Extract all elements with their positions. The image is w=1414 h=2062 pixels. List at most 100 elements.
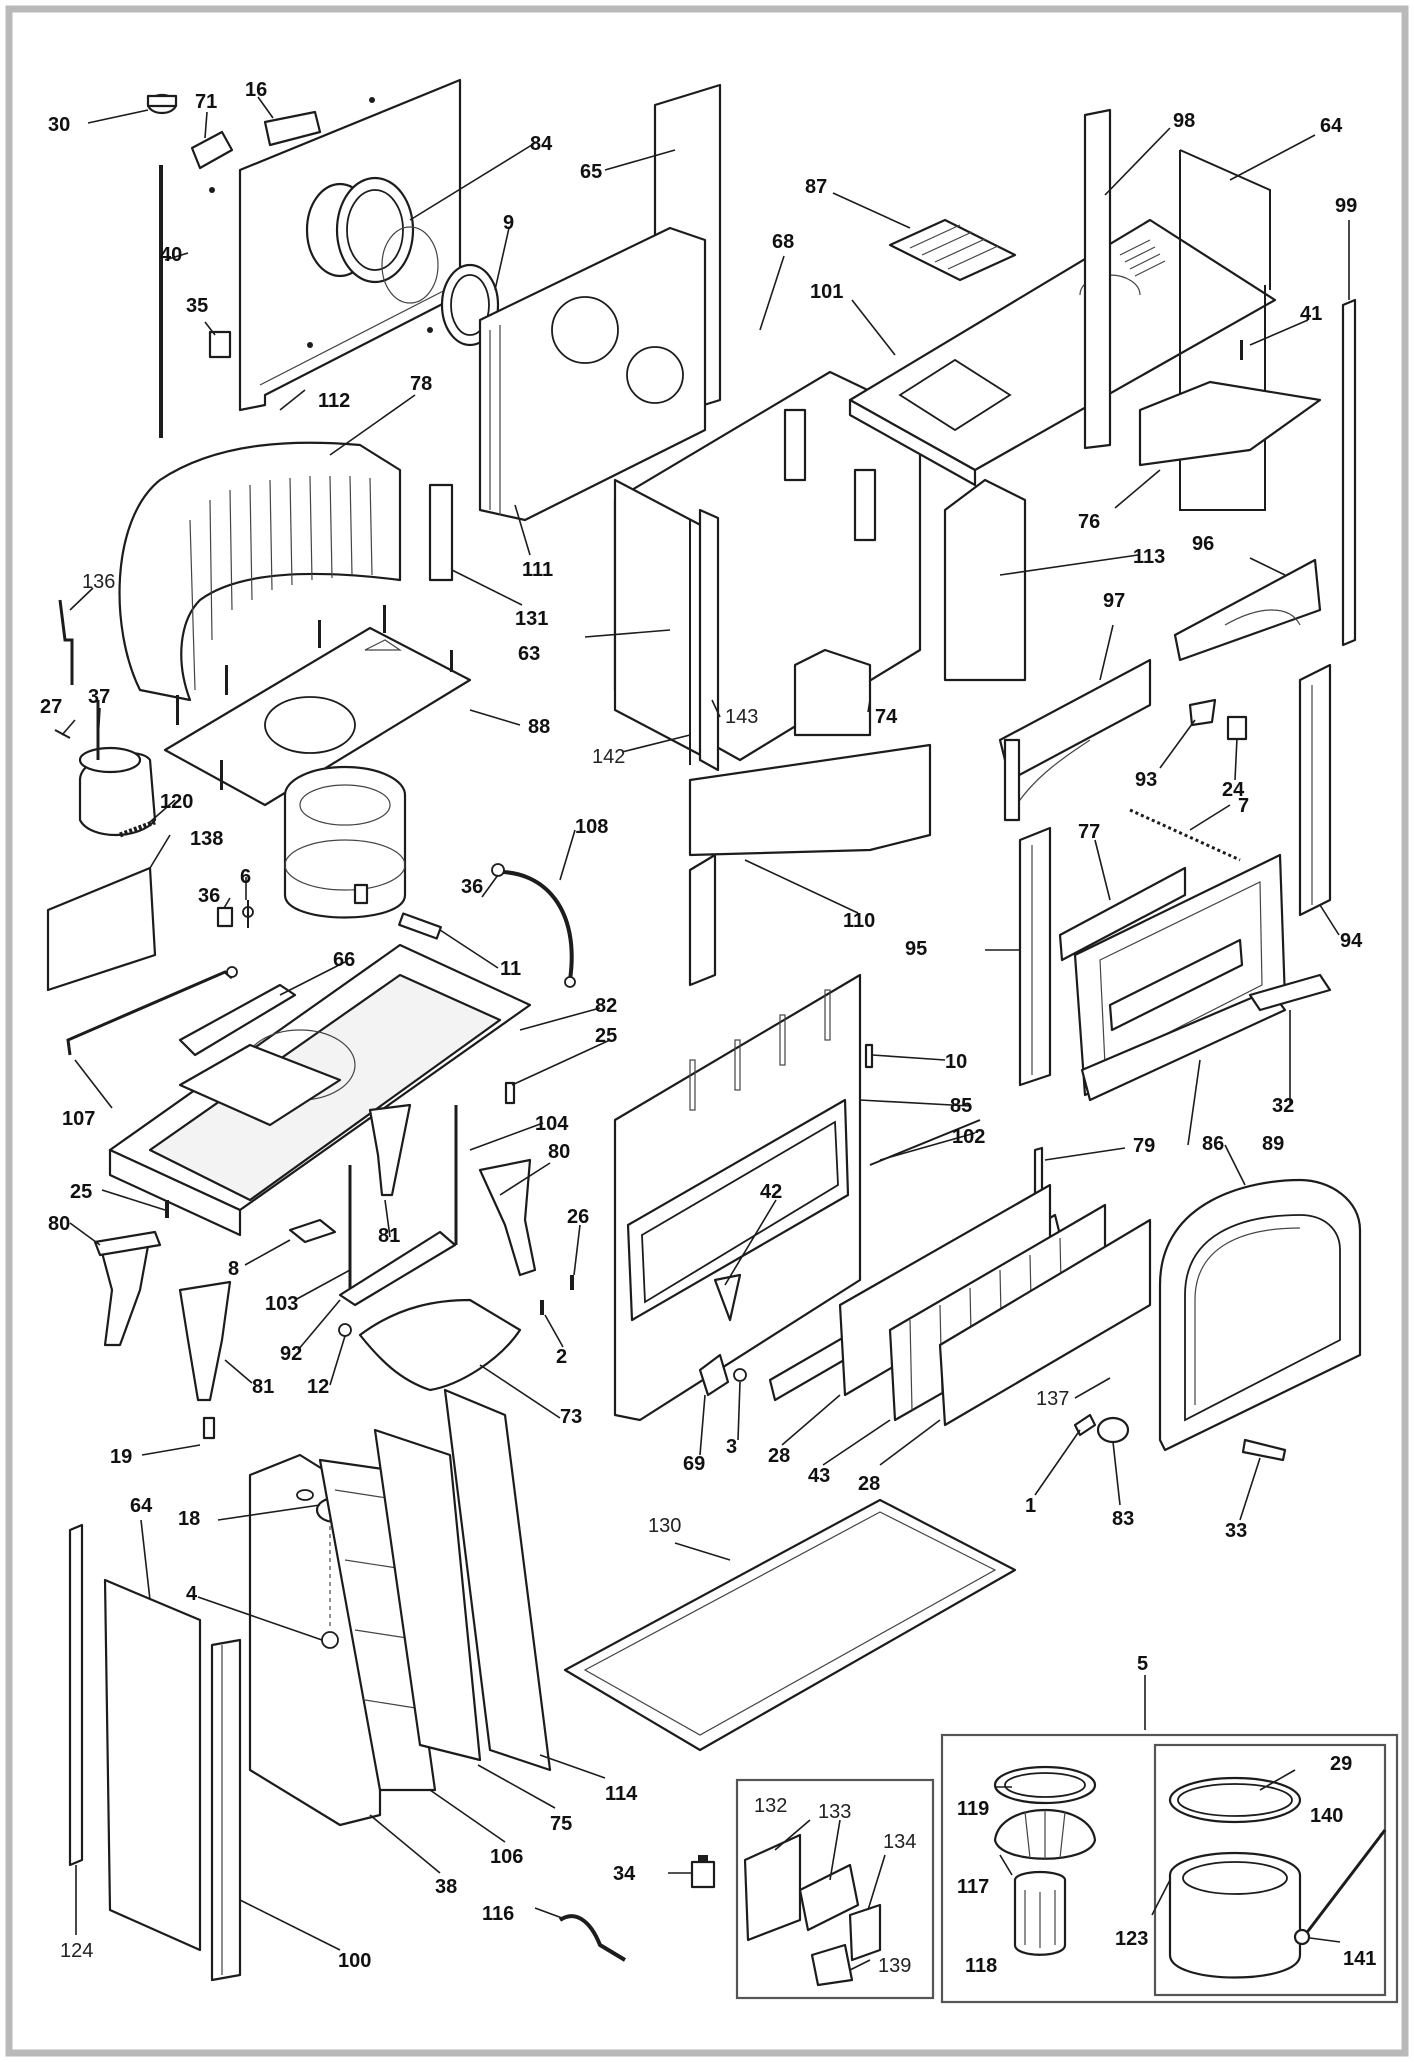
part-labels: 30 71 16 84 65 87 98 64 99 40 9 68 101 4… — [40, 79, 1376, 1977]
label-35: 35 — [186, 295, 208, 317]
label-42: 42 — [760, 1181, 782, 1203]
bracket-133 — [798, 1863, 860, 1932]
gasket-143 — [698, 508, 720, 772]
label-38: 38 — [435, 1876, 457, 1898]
leg-81b — [368, 1103, 412, 1197]
label-114: 114 — [605, 1783, 638, 1805]
label-113: 113 — [1133, 546, 1165, 568]
bracket-24 — [1226, 715, 1248, 741]
part-34 — [690, 1855, 716, 1889]
channel-66 — [178, 983, 297, 1057]
plate-73 — [358, 1298, 522, 1392]
label-87: 87 — [805, 176, 827, 198]
front-panel-85 — [613, 973, 862, 1422]
label-141: 141 — [1343, 1948, 1376, 1970]
pipe-108 — [494, 869, 576, 988]
label-110: 110 — [843, 910, 875, 932]
bracket-8 — [288, 1218, 337, 1244]
label-30: 30 — [48, 114, 70, 136]
label-4: 4 — [186, 1583, 198, 1605]
label-34: 34 — [613, 1863, 636, 1885]
label-40: 40 — [160, 244, 182, 266]
label-101: 101 — [810, 281, 843, 303]
label-117: 117 — [957, 1876, 989, 1898]
part-12 — [338, 1323, 352, 1337]
label-106: 106 — [490, 1846, 523, 1868]
channel-96 — [1173, 558, 1322, 662]
label-111: 111 — [522, 559, 553, 581]
label-5: 5 — [1137, 1653, 1148, 1675]
label-86: 86 — [1202, 1133, 1224, 1155]
shelf-76 — [1138, 380, 1322, 467]
door-89 — [1073, 853, 1287, 1102]
label-36b: 36 — [461, 876, 483, 898]
leg-81a — [178, 1280, 232, 1402]
label-80b: 80 — [48, 1213, 70, 1235]
strip-131 — [428, 483, 454, 582]
grille-87 — [888, 218, 1017, 282]
label-118: 118 — [965, 1955, 997, 1977]
bracket-93 — [1188, 698, 1217, 727]
label-132: 132 — [754, 1795, 787, 1817]
label-134: 134 — [883, 1831, 916, 1853]
label-102: 102 — [952, 1126, 985, 1148]
side-panel-63 — [613, 478, 712, 762]
inner-panel-111 — [478, 226, 707, 522]
label-143: 143 — [725, 706, 758, 728]
rod-140 — [1303, 1829, 1387, 1936]
label-80a: 80 — [548, 1141, 570, 1163]
label-77: 77 — [1078, 821, 1100, 843]
label-25b: 25 — [70, 1181, 92, 1203]
label-98: 98 — [1173, 110, 1195, 132]
cylinder-118 — [1013, 1870, 1067, 1956]
rail-99 — [1341, 298, 1357, 647]
bracket-71 — [190, 130, 234, 170]
label-82: 82 — [595, 995, 617, 1017]
label-18: 18 — [178, 1508, 200, 1530]
bracket-41 — [1240, 340, 1243, 360]
label-19: 19 — [110, 1446, 132, 1468]
label-63: 63 — [518, 643, 540, 665]
label-64b: 64 — [130, 1495, 153, 1517]
part-36b — [491, 863, 505, 877]
label-112: 112 — [318, 390, 350, 412]
channel-97 — [998, 658, 1152, 822]
flue-rings-84 — [305, 176, 439, 304]
label-9: 9 — [503, 212, 514, 234]
label-142: 142 — [592, 746, 625, 768]
ring-119 — [993, 1765, 1097, 1805]
label-1: 1 — [1025, 1495, 1036, 1517]
screw-2 — [540, 1300, 544, 1315]
pot-123-body — [1168, 1851, 1302, 1979]
knob-30 — [146, 93, 178, 115]
post-100 — [210, 1638, 242, 1982]
plate-139 — [810, 1943, 854, 1987]
label-10: 10 — [945, 1051, 967, 1073]
label-74: 74 — [875, 706, 898, 728]
screw-19 — [202, 1416, 216, 1440]
rail-95 — [1018, 826, 1052, 1087]
plate-35 — [208, 330, 232, 359]
label-133: 133 — [818, 1801, 851, 1823]
screw-26 — [570, 1275, 574, 1290]
label-130: 130 — [648, 1515, 681, 1537]
rod-136 — [58, 599, 74, 685]
inset-box-sensors — [735, 1778, 935, 2000]
bracket-132 — [743, 1833, 802, 1942]
chain-7 — [1129, 808, 1241, 862]
label-66: 66 — [333, 949, 355, 971]
label-139: 139 — [878, 1955, 911, 1977]
pin-6 — [242, 900, 254, 928]
label-68: 68 — [772, 231, 794, 253]
label-25a: 25 — [595, 1025, 617, 1047]
label-97: 97 — [1103, 590, 1125, 612]
tray-130 — [563, 1498, 1017, 1752]
label-107: 107 — [62, 1108, 95, 1130]
label-24: 24 — [1222, 779, 1245, 801]
label-28b: 28 — [858, 1473, 880, 1495]
label-116: 116 — [482, 1903, 514, 1925]
screw-25b — [165, 1200, 169, 1218]
rail-94 — [1298, 663, 1332, 917]
baffle-74 — [793, 648, 872, 737]
